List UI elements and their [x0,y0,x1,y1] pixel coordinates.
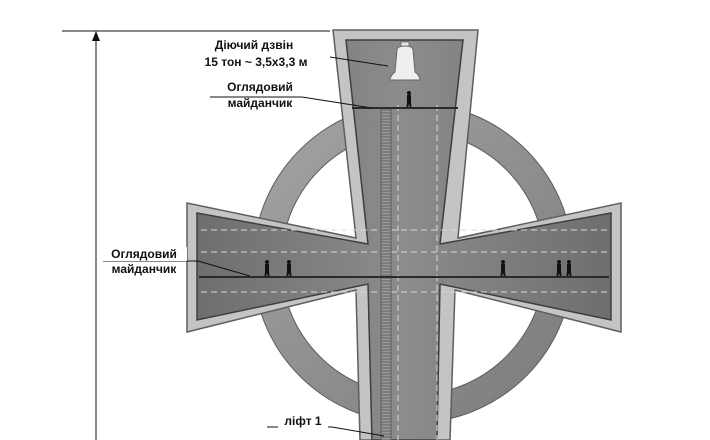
bell-name-label: Діючий дзвін [198,38,310,52]
top-deck-label-line2: майданчик [227,96,293,110]
cross-inner [196,39,612,440]
bell-icon [389,41,421,81]
person-figure-icon [556,260,562,276]
leader-lines [103,56,389,437]
person-figure-icon [566,260,572,276]
height-dimension [62,30,330,440]
side-deck-label-line1: Оглядовий [101,247,187,261]
bell-spec-label: 15 тон ~ 3,5х3,3 м [192,55,320,69]
person-figure-icon [500,260,506,276]
elevator-shaft [380,107,392,440]
person-figure-icon [406,91,412,107]
person-figure-icon [286,260,292,276]
side-deck-label-line2: майданчик [111,262,177,276]
person-figure-icon [264,260,270,276]
top-deck-label-line1: Оглядовий [222,80,298,94]
dashed-guides [201,105,609,440]
lift-label: ліфт 1 [278,414,328,428]
people-figures [264,91,572,276]
